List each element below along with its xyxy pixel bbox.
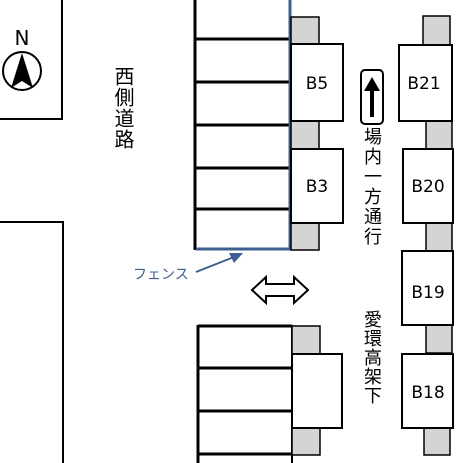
stall-b19: B19	[401, 250, 454, 326]
stall-b3-label: B3	[306, 177, 328, 197]
double-arrow-icon	[250, 274, 310, 306]
parking-rows-top	[193, 0, 290, 250]
stall-b21-label: B21	[407, 74, 440, 94]
stall-b18: B18	[401, 353, 454, 429]
stall-b5-label: B5	[306, 74, 328, 94]
building-block-bottom-left	[0, 221, 64, 463]
compass: N	[2, 26, 42, 91]
up-arrow-icon	[360, 69, 384, 125]
stall-b20-label: B20	[411, 177, 444, 197]
fence-pointer-arrow-icon	[195, 253, 243, 273]
building-block-top-left	[0, 0, 63, 120]
stall-b19-label: B19	[411, 283, 444, 303]
west-road-label: 西側道路	[113, 66, 135, 150]
fence-label: フェンス	[133, 267, 189, 283]
stall-b20: B20	[402, 148, 454, 224]
stall-b5: B5	[290, 43, 344, 122]
stall-b18-label: B18	[411, 383, 444, 403]
pillars-right	[422, 15, 453, 456]
stall-b3: B3	[290, 148, 344, 224]
east-road-label: 愛環高架下	[361, 310, 382, 405]
stall-b21: B21	[398, 44, 453, 122]
compass-north-letter: N	[15, 26, 30, 50]
central-road-label: 場内一方通行	[361, 127, 382, 247]
stall-unlabeled	[291, 353, 343, 429]
pillars-center-top	[290, 16, 320, 251]
parking-rows-bottom	[196, 324, 293, 463]
north-arrow-icon	[2, 51, 42, 91]
